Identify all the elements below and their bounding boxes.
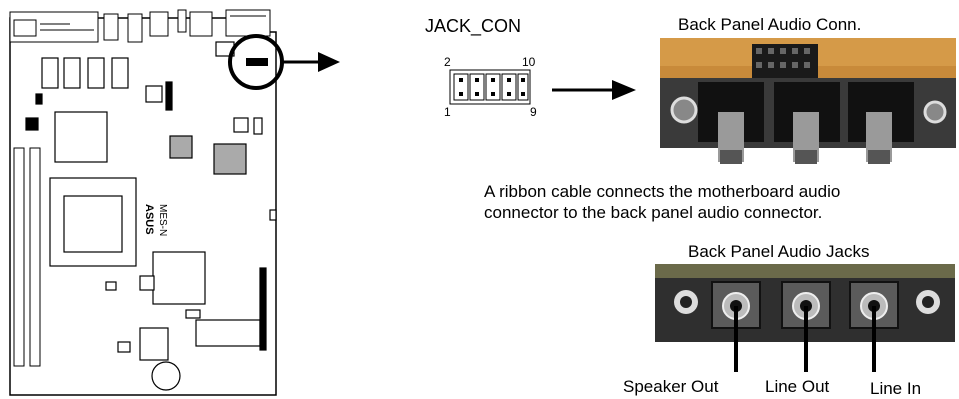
connector-arrow [552,80,636,100]
back-panel-jacks-photo [655,264,955,342]
jack-label-speaker-out: Speaker Out [623,377,719,396]
board-arrow [280,52,340,72]
description-line-1: A ribbon cable connects the motherboard … [484,182,840,201]
jack-con-title: JACK_CON [425,16,521,37]
pin-label-1: 1 [444,105,451,119]
io-connectors [9,9,271,43]
back-panel-jacks-title: Back Panel Audio Jacks [688,242,869,261]
back-panel-conn-title: Back Panel Audio Conn. [678,15,861,34]
pin-label-10: 10 [522,55,536,69]
board-model-text: MES-N [157,204,168,236]
pin-label-2: 2 [444,55,451,69]
jack-label-line-in: Line In [870,379,921,398]
board-brand-text: ASUS [143,204,155,235]
jack-con-on-board [246,58,268,66]
jack-label-line-out: Line Out [765,377,830,396]
pin-label-9: 9 [530,105,537,119]
back-panel-connector-photo [660,38,956,164]
jack-con-header [449,69,531,105]
description-line-2: connector to the back panel audio connec… [484,203,822,222]
jack-leader-lines [734,306,876,372]
memory-slots [13,147,41,367]
board-components [25,41,277,391]
